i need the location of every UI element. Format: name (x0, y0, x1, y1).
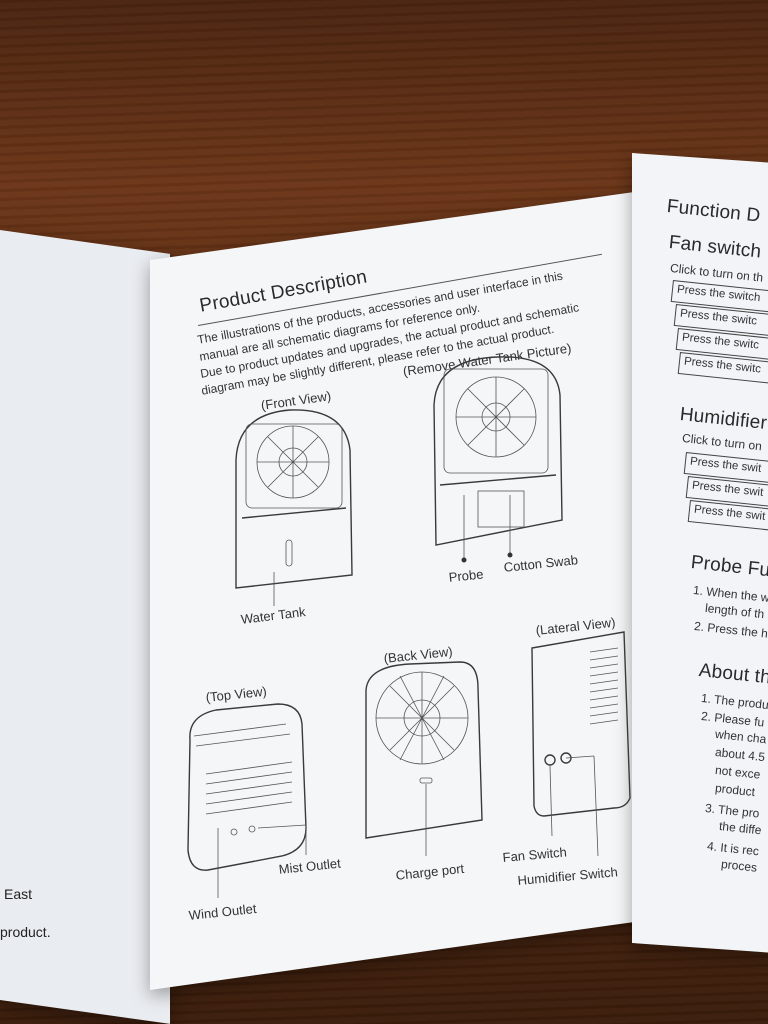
left-panel-text-east: East (4, 886, 33, 902)
top-view-diagram (187, 703, 307, 898)
rear-fan-grille-icon (375, 671, 469, 765)
left-panel-text-product: product. (0, 924, 51, 940)
vent-grille-icon (205, 761, 293, 815)
fan-grille-icon (443, 368, 549, 474)
about-line: proces (720, 856, 758, 875)
front-view-diagram (235, 409, 353, 606)
fan-grille-icon (245, 423, 343, 509)
manual-left-panel (0, 230, 170, 1024)
side-vent-icon (589, 647, 619, 725)
remove-tank-diagram (433, 356, 563, 563)
charge-port-icon (419, 777, 433, 784)
lateral-view-diagram (531, 631, 631, 857)
back-view-diagram (365, 661, 483, 856)
fan-switch-button-icon (544, 754, 556, 766)
